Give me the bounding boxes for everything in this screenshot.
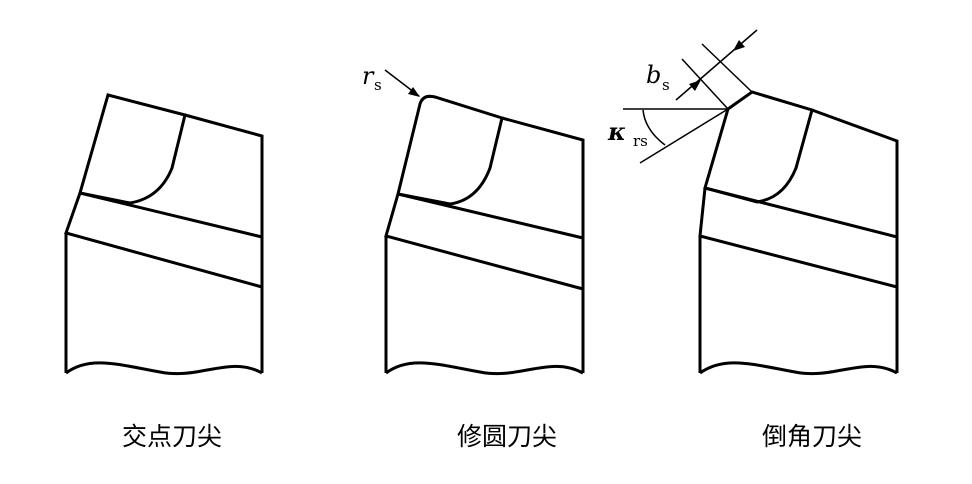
extension-line [681,58,729,110]
arrow-icon [733,40,745,51]
caption-chamfered-tip: 倒角刀尖 [762,422,862,451]
tool-outline [698,108,899,373]
break-line [699,361,898,376]
radius-symbol: r [362,62,375,90]
extension-line [701,43,753,93]
angle-subscript: rs [633,132,648,150]
chamfer-subscript: s [662,76,670,94]
break-line [65,361,263,376]
carbide-insert [78,93,187,205]
arrow-icon [408,87,420,97]
chamfer-symbol: b [646,61,661,89]
figure-rounded-tip: r s 修圆刀尖 [362,62,585,451]
figure-sharp-tip: 交点刀尖 [64,93,264,451]
figure-chamfered-tip: b s κ rs 倒角刀尖 [607,29,899,451]
angle-symbol: κ [607,117,626,146]
edge-extension-line [639,108,729,164]
dimension-line [675,29,758,101]
radius-subscript: s [374,76,382,94]
angle-arc [642,109,666,146]
carbide-insert [396,94,504,206]
tool-outline [64,113,264,373]
arrow-icon [689,80,701,91]
caption-sharp-tip: 交点刀尖 [122,422,222,451]
caption-rounded-tip: 修圆刀尖 [457,422,557,451]
break-line [385,361,584,376]
tool-outline [384,116,585,373]
